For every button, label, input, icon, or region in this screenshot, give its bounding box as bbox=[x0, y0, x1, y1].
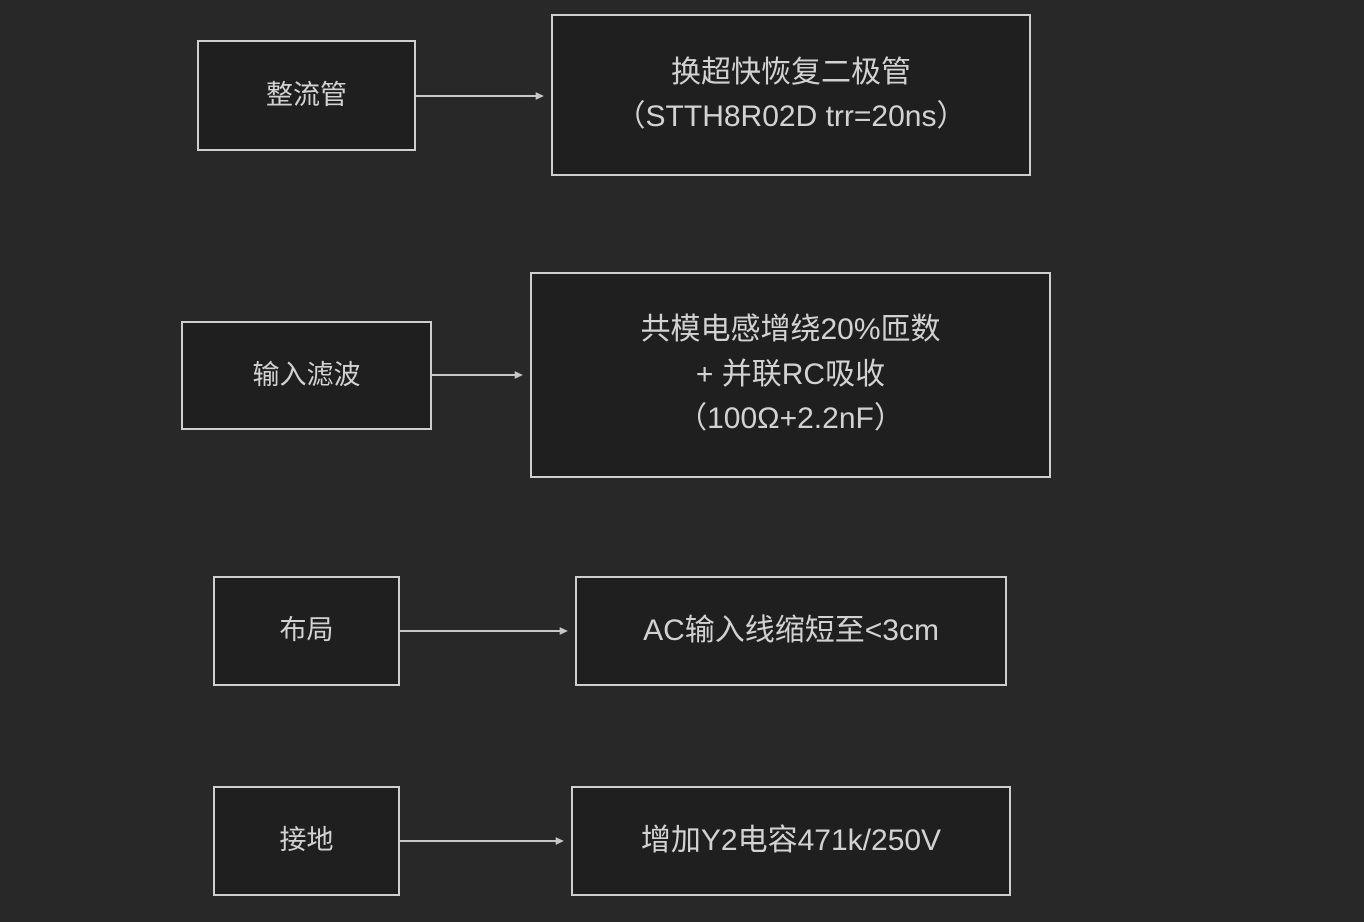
node-grounding-action-label: 增加Y2电容471k/250V bbox=[640, 823, 942, 857]
node-input-filter[interactable]: 输入滤波 bbox=[181, 321, 432, 430]
node-rectifier[interactable]: 整流管 bbox=[197, 40, 416, 151]
node-rectifier-label: 整流管 bbox=[266, 79, 347, 110]
node-layout-action[interactable]: AC输入线缩短至<3cm bbox=[575, 576, 1007, 686]
node-input-filter-label: 输入滤波 bbox=[252, 359, 361, 390]
node-rectifier-action[interactable]: 换超快恢复二极管 （STTH8R02D trr=20ns） bbox=[551, 14, 1031, 176]
node-layout-label: 布局 bbox=[279, 615, 334, 646]
node-rectifier-action-label: 换超快恢复二极管 （STTH8R02D trr=20ns） bbox=[615, 55, 967, 133]
node-input-filter-action-label: 共模电感增绕20%匝数 + 并联RC吸收 （100Ω+2.2nF） bbox=[640, 313, 941, 436]
node-layout[interactable]: 布局 bbox=[213, 576, 400, 686]
node-grounding[interactable]: 接地 bbox=[213, 786, 400, 896]
node-input-filter-action[interactable]: 共模电感增绕20%匝数 + 并联RC吸收 （100Ω+2.2nF） bbox=[530, 272, 1051, 478]
node-grounding-action[interactable]: 增加Y2电容471k/250V bbox=[571, 786, 1011, 896]
node-grounding-label: 接地 bbox=[279, 825, 334, 856]
node-layout-action-label: AC输入线缩短至<3cm bbox=[643, 613, 939, 647]
